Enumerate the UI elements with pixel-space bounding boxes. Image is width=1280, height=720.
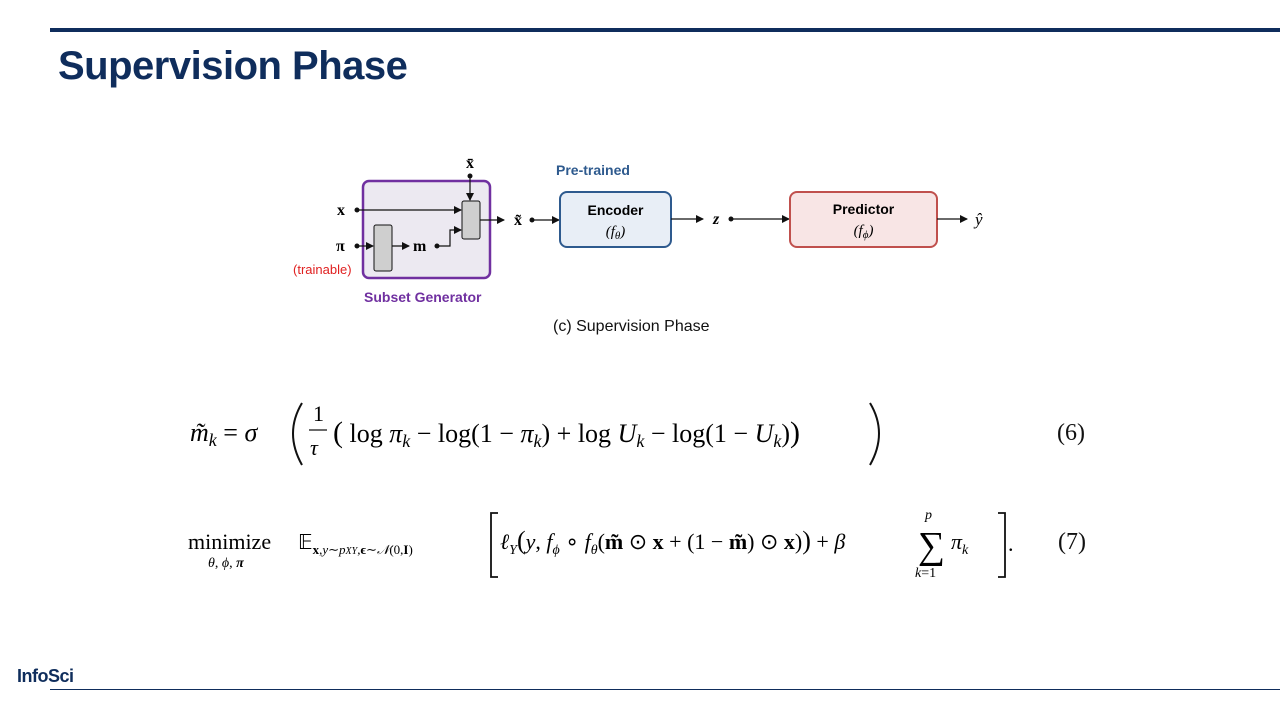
mask-combine-block: [461, 200, 481, 240]
equation-6: m̃k = σ 1 τ ( log πk − log(1 − πk) + log…: [190, 401, 880, 466]
m-arrow: [437, 226, 462, 247]
svg-text:πk: πk: [951, 529, 969, 558]
svg-text:( log πk − log(1 − πk) + log U: ( log πk − log(1 − πk) + log Uk − log(1 …: [333, 416, 800, 451]
svg-text:minimize: minimize: [188, 529, 271, 554]
svg-text:θ, ϕ, π: θ, ϕ, π: [208, 556, 244, 571]
predictor-fn: (fϕ): [854, 223, 874, 241]
x-label: x: [337, 202, 345, 219]
equation-6-number: (6): [1057, 420, 1085, 446]
subset-generator-label: Subset Generator: [364, 289, 482, 305]
subset-generator-box: [361, 179, 492, 280]
supervision-diagram: x̄ x π (trainable) m Subset Generator x̃…: [293, 155, 983, 305]
svg-text:k=1: k=1: [915, 566, 936, 581]
footer-rule: [50, 689, 1280, 690]
svg-text:τ: τ: [310, 435, 319, 460]
pi-label: π: [336, 238, 345, 255]
figure-caption: (c) Supervision Phase: [553, 318, 710, 335]
trainable-label: (trainable): [293, 262, 352, 277]
x-bar-label: x̄: [466, 155, 474, 172]
svg-text:m̃k = σ: m̃k = σ: [190, 418, 258, 450]
equation-7: minimize θ, ϕ, π 𝔼x,y∼pXY,ϵ∼𝒩(0,I) ℓY(y,…: [188, 508, 1014, 581]
m-label: m: [413, 238, 427, 255]
slide-title: Supervision Phase: [58, 44, 408, 88]
svg-text:.: .: [1008, 531, 1014, 556]
pretrained-label: Pre-trained: [556, 162, 630, 178]
sampler-block: [373, 224, 393, 272]
svg-text:1: 1: [313, 401, 324, 426]
svg-text:ℓY(y, fϕ ∘ fθ(m̃ ⊙ x + (1 − m̃: ℓY(y, fϕ ∘ fθ(m̃ ⊙ x + (1 − m̃) ⊙ x)) + …: [500, 526, 845, 558]
brand-logo: InfoSci: [17, 666, 74, 686]
svg-text:∑: ∑: [918, 525, 945, 567]
svg-text:p: p: [924, 508, 932, 523]
x-tilde-label: x̃: [514, 212, 522, 229]
z-label: z: [712, 211, 720, 228]
y-hat-label: ŷ: [973, 210, 983, 229]
predictor-label: Predictor: [833, 201, 895, 217]
encoder-label: Encoder: [587, 202, 644, 218]
equation-7-number: (7): [1058, 529, 1086, 555]
title-rule: [50, 28, 1280, 32]
svg-text:𝔼x,y∼pXY,ϵ∼𝒩(0,I): 𝔼x,y∼pXY,ϵ∼𝒩(0,I): [298, 530, 413, 557]
encoder-fn: (fθ): [606, 224, 626, 242]
